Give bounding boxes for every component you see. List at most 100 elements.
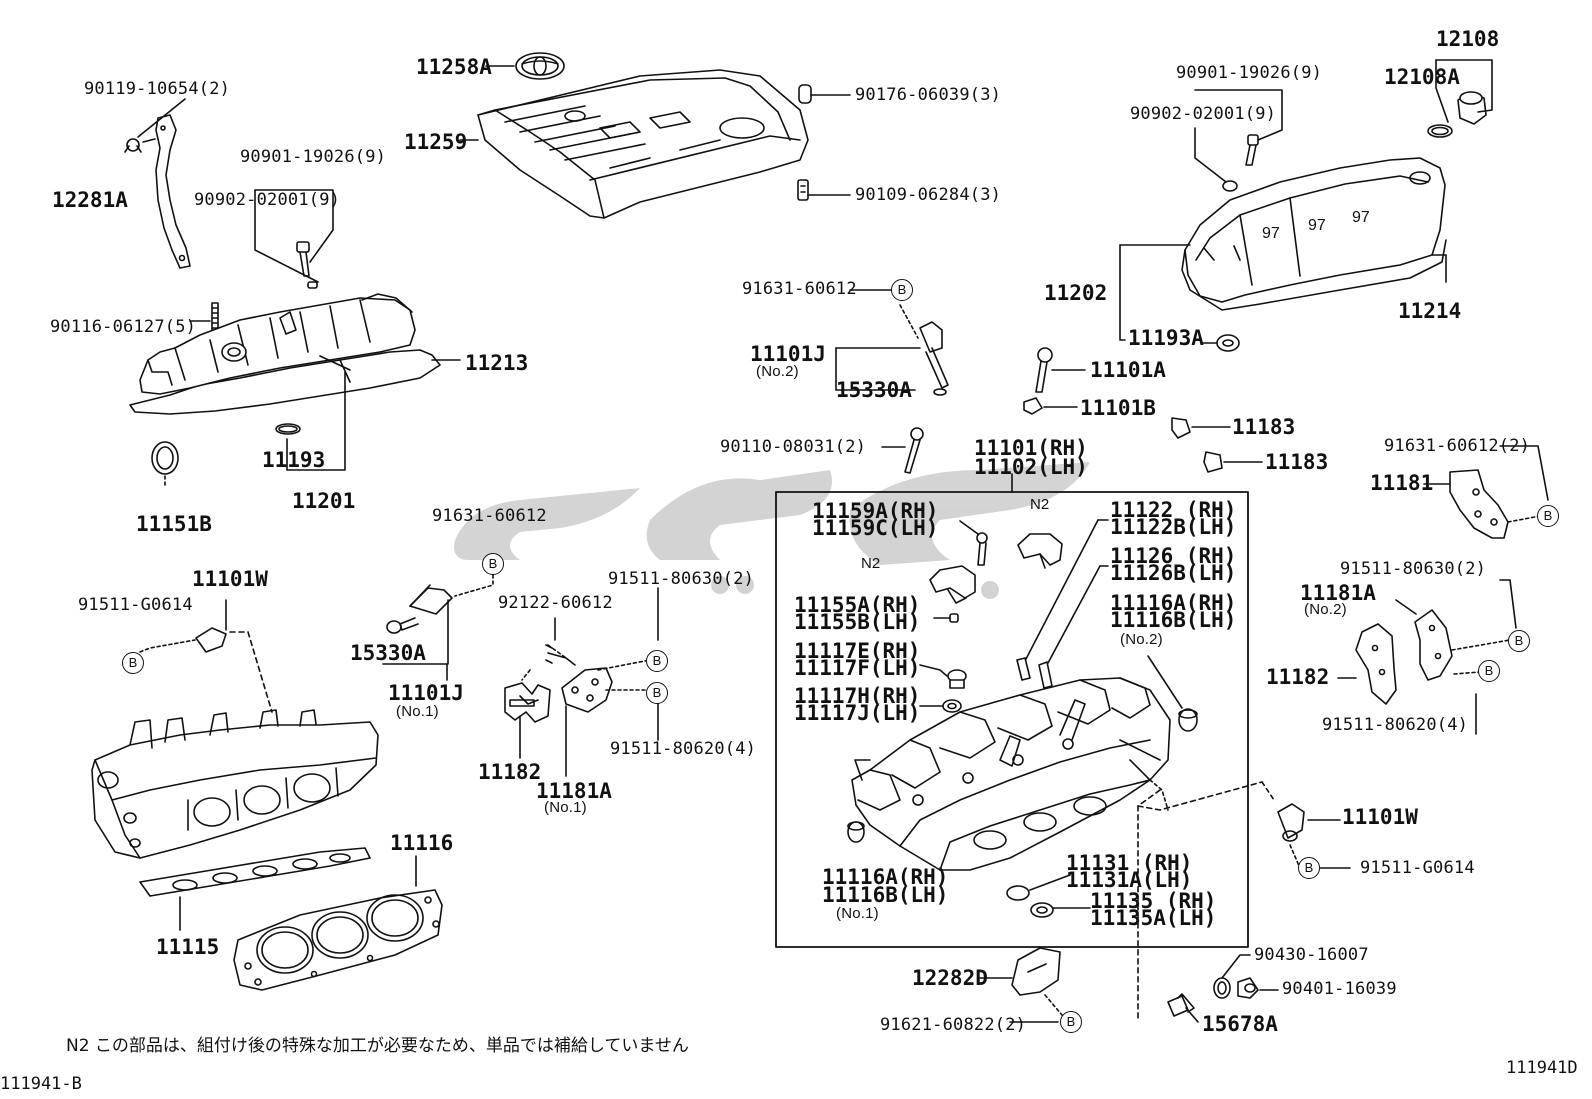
label-11135: 11135 (RH) [1090,889,1217,913]
label-11159C: 11159C(LH) [812,516,939,540]
n2-marker-2: N2 [861,555,881,572]
cylinder-head-lh [91,631,379,859]
label-11201: 11201 [292,489,356,513]
label-91511-80620-right: 91511-80620(4) [1322,715,1469,735]
svg-text:97: 97 [1262,225,1280,242]
label-11116: 11116 [390,831,454,855]
oil-control-valve-no1 [139,574,494,681]
label-11181A-no2: 11181A [1300,581,1376,605]
label-91511-80630-left: 91511-80630(2) [608,569,755,589]
label-11101J-no1-sub: (No.1) [396,703,439,720]
brackets-center-left [504,587,659,777]
label-11258A: 11258A [416,55,492,79]
watermark-logo [454,462,1090,599]
bottom-right-parts [979,947,1279,1023]
label-11182-right: 11182 [1266,665,1330,689]
label-91631-60612-top: 91631-60612 [742,279,857,299]
label-11126B: 11126B(LH) [1110,561,1237,585]
label-11116A-no1: 11116A(RH) [822,865,949,889]
bolt-marker-b-1: B [891,279,913,301]
ocv-no2-and-sensor [1137,781,1351,1019]
label-11116B-no1: 11116B(LH) [822,883,949,907]
label-11117E: 11117E(RH) [794,639,921,663]
label-91511-80630-right: 91511-80630(2) [1340,559,1487,579]
bolt-marker-b-5: B [1298,857,1320,879]
svg-text:97: 97 [1352,209,1370,226]
label-91511-G0614-right: 91511-G0614 [1360,858,1475,878]
label-91631-60612-2: 91631-60612(2) [1384,436,1531,456]
label-90901-19026-right: 90901-19026(9) [1176,63,1323,83]
label-11155B: 11155B(LH) [794,610,921,634]
label-12108A: 12108A [1384,65,1460,89]
label-91631-60612-left: 91631-60612 [432,506,547,526]
label-11116A-no2: 11116A(RH) [1110,591,1237,615]
bracket-12281A [124,98,191,269]
label-11117H: 11117H(RH) [794,684,921,708]
label-11135A: 11135A(LH) [1090,906,1217,930]
label-11181: 11181 [1370,471,1434,495]
bolt-marker-b-2: B [1537,505,1559,527]
label-90401-16039: 90401-16039 [1282,979,1397,999]
label-90902-02001-left: 90902-02001(9) [194,190,341,210]
label-11183-top: 11183 [1232,415,1296,439]
label-11122B: 11122B(LH) [1110,515,1237,539]
label-11259: 11259 [404,130,468,154]
label-11101A: 11101A [1090,358,1166,382]
label-15330A-left: 15330A [350,641,426,665]
label-11214: 11214 [1398,299,1462,323]
label-91621-60822: 91621-60822(2) [880,1015,1027,1035]
valve-cover-rh: 97 97 97 [1119,59,1493,352]
label-90109-06284: 90109-06284(3) [855,185,1002,205]
diagram-code-left: 111941-B [0,1074,82,1094]
label-11181A-no1: 11181A [536,779,612,803]
label-11101W-right: 11101W [1342,805,1418,829]
label-11181A-no2-sub: (No.2) [1304,601,1347,618]
n2-marker-1: N2 [1030,496,1050,513]
label-15330A-top: 15330A [836,378,912,402]
label-90902-02001-right: 90902-02001(9) [1130,104,1277,124]
bolt-set-left [189,189,334,334]
label-11117F: 11117F(LH) [794,656,921,680]
label-91511-G0614-left: 91511-G0614 [78,595,193,615]
center-small-parts [835,289,1263,474]
label-15678A: 15678A [1202,1012,1278,1036]
label-11213: 11213 [465,351,529,375]
label-11102-lh: 11102(LH) [974,455,1088,479]
brackets-right [1337,445,1549,735]
bolt-marker-b-4: B [1478,660,1500,682]
label-11193: 11193 [262,448,326,472]
label-91511-80620-left: 91511-80620(4) [610,739,757,759]
box-small-parts [847,519,1198,918]
label-11131A: 11131A(LH) [1066,868,1193,892]
label-90116-06127: 90116-06127(5) [50,317,197,337]
gaskets-lh [139,847,443,991]
label-11131: 11131 (RH) [1066,851,1193,875]
label-92122-60612: 92122-60612 [498,593,613,613]
label-11202: 11202 [1044,281,1108,305]
label-11101-rh: 11101(RH) [974,436,1088,460]
svg-text:97: 97 [1308,217,1326,234]
bolt-marker-b-3: B [1508,630,1530,652]
label-90110-08031: 90110-08031(2) [720,437,867,457]
engine-cover [459,52,851,219]
diagram-code-right: 111941D [1506,1058,1578,1078]
label-11116-no2-sub: (No.2) [1120,631,1163,648]
label-11193A: 11193A [1128,326,1204,350]
label-11101B: 11101B [1080,396,1156,420]
label-90901-19026-left: 90901-19026(9) [240,147,387,167]
label-11151B: 11151B [136,512,212,536]
label-11116B-no2: 11116B(LH) [1110,608,1237,632]
cylinder-head-rh [851,677,1171,871]
label-12108: 12108 [1436,27,1500,51]
label-11101J-no2-sub: (No.2) [756,363,799,380]
label-11117J: 11117J(LH) [794,701,921,725]
label-90430-16007: 90430-16007 [1254,945,1369,965]
bolt-marker-b-6: B [482,553,504,575]
label-11101J-no1: 11101J [388,681,464,705]
valve-cover-lh [129,293,461,489]
bolt-marker-b-8: B [646,650,668,672]
label-90119-10654: 90119-10654(2) [84,79,231,99]
label-11182-left: 11182 [478,760,542,784]
